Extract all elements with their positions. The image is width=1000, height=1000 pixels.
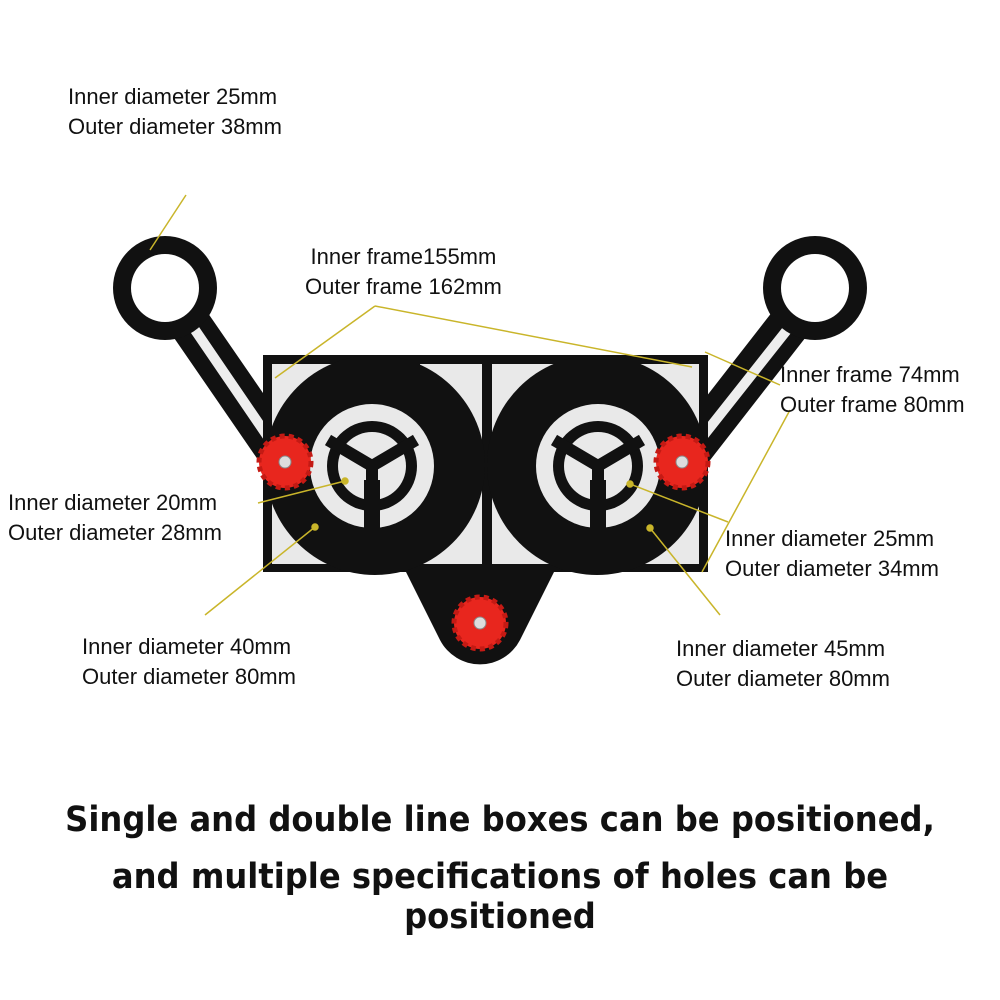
left-ring-cutout: [310, 404, 434, 530]
knob-bottom: [451, 594, 509, 652]
right-ring-cutout: [536, 404, 660, 530]
plate: [263, 355, 708, 665]
right-arm: [661, 236, 867, 483]
caption-line-2: and multiple specifications of holes can…: [111, 857, 889, 937]
caption-line-1: Single and double line boxes can be posi…: [65, 800, 935, 840]
knob-left: [256, 433, 314, 491]
leader-lines: [149, 194, 791, 616]
knob-right: [653, 433, 711, 491]
left-arm: [113, 236, 306, 483]
knobs: [256, 433, 711, 652]
